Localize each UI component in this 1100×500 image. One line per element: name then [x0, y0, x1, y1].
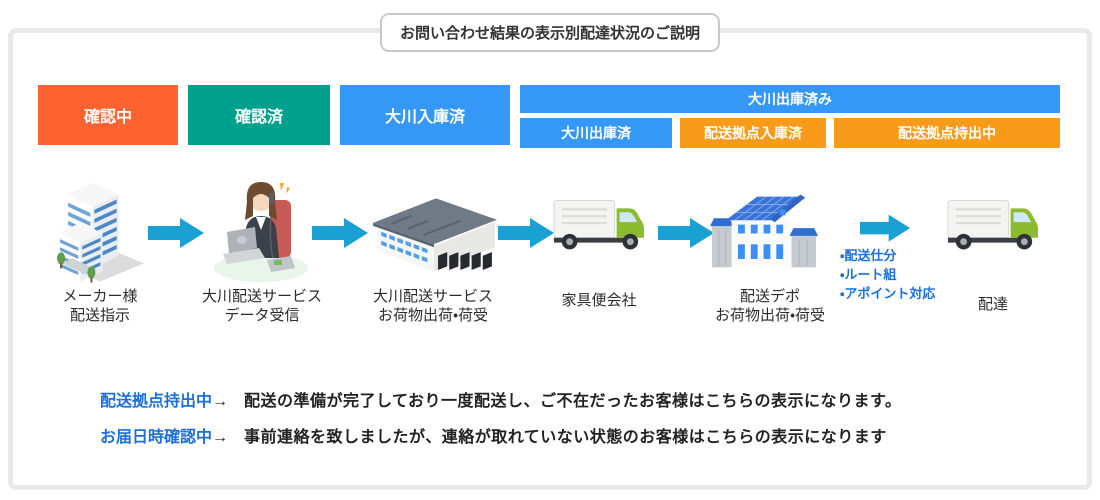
diagram-title-text: お問い合わせ結果の表示別配達状況のご説明	[399, 25, 701, 42]
operator-at-desk-icon	[210, 172, 312, 284]
step-label-line: 大川配送サービス	[372, 288, 493, 305]
step-label-depot: 配送デポ お荷物出荷・荷受	[685, 287, 855, 325]
badge-okawa-stocked: 大川入庫済	[340, 85, 510, 145]
note-delivery-date-confirming: お届日時確認中→ 事前連絡を致しましたが、連絡が取れていない状態のお客様はこちらの…	[100, 423, 887, 447]
step-label-maker: メーカー様 配送指示	[30, 287, 170, 325]
depot-task-item: ・配送仕分	[840, 248, 897, 263]
depot-task-item: ・アポイント対応	[840, 286, 936, 301]
depot-building-icon	[710, 186, 820, 278]
right-arrow-icon	[860, 212, 912, 246]
note-arrow: →	[212, 429, 229, 446]
note-status-label: お届日時確認中	[100, 429, 213, 446]
step-label-data-receive: 大川配送サービス データ受信	[182, 287, 342, 325]
badge-checking-label: 確認中	[83, 109, 132, 126]
depot-task-item: ・ルート組	[840, 267, 897, 282]
badge-group-label: 大川出庫済み	[748, 91, 832, 107]
right-arrow-icon	[658, 215, 716, 251]
note-text: 事前連絡を致しましたが、連絡が取れていない状態のお客様はこちらの表示になります	[244, 429, 887, 446]
step-label-line: 配達	[977, 296, 1008, 313]
warehouse-icon	[371, 190, 497, 278]
note-text: 配送の準備が完了しており一度配送し、ご不在だったお客様はこちらの表示になります。	[244, 393, 902, 410]
truck-icon	[552, 196, 646, 254]
truck-icon	[946, 196, 1040, 254]
badge-okawa-shipped-label: 大川出庫済	[561, 125, 631, 141]
note-depot-outfordelivery: 配送拠点持出中→ 配送の準備が完了しており一度配送し、ご不在だったお客様はこちらの…	[100, 387, 901, 411]
step-label-line: メーカー様	[62, 288, 138, 305]
badge-depot-outfordelivery-label: 配送拠点持出中	[898, 125, 996, 141]
step-label-line: 大川配送サービス	[201, 288, 322, 305]
step-label-delivery: 配達	[950, 295, 1036, 314]
office-building-icon	[52, 176, 148, 286]
step-label-kagubin: 家具便会社	[538, 291, 660, 310]
badge-group-okawa-shipped: 大川出庫済み	[520, 85, 1060, 113]
badge-depot-outfordelivery: 配送拠点持出中	[834, 118, 1060, 148]
badge-okawa-stocked-label: 大川入庫済	[384, 109, 465, 126]
step-label-line: データ受信	[224, 307, 300, 324]
diagram-title: お問い合わせ結果の表示別配達状況のご説明	[379, 13, 721, 52]
step-label-line: 配送指示	[69, 307, 130, 324]
badge-checking: 確認中	[38, 85, 178, 145]
step-label-line: お荷物出荷・荷受	[377, 307, 489, 324]
right-arrow-icon	[148, 215, 206, 251]
right-arrow-icon	[498, 215, 556, 251]
badge-checked: 確認済	[188, 85, 330, 145]
depot-task-list: ・配送仕分 ・ルート組 ・アポイント対応	[840, 246, 1000, 303]
note-status-label: 配送拠点持出中	[100, 393, 213, 410]
step-label-okawa-warehouse: 大川配送サービス お荷物出荷・荷受	[353, 287, 513, 325]
step-label-line: 配送デポ	[739, 288, 800, 305]
note-arrow: →	[212, 393, 229, 410]
badge-depot-received: 配送拠点入庫済	[680, 118, 826, 148]
badge-okawa-shipped: 大川出庫済	[520, 118, 672, 148]
step-label-line: 家具便会社	[561, 292, 637, 309]
badge-depot-received-label: 配送拠点入庫済	[704, 125, 802, 141]
badge-checked-label: 確認済	[234, 109, 283, 126]
step-label-line: お荷物出荷・荷受	[714, 307, 826, 324]
right-arrow-icon	[312, 215, 370, 251]
